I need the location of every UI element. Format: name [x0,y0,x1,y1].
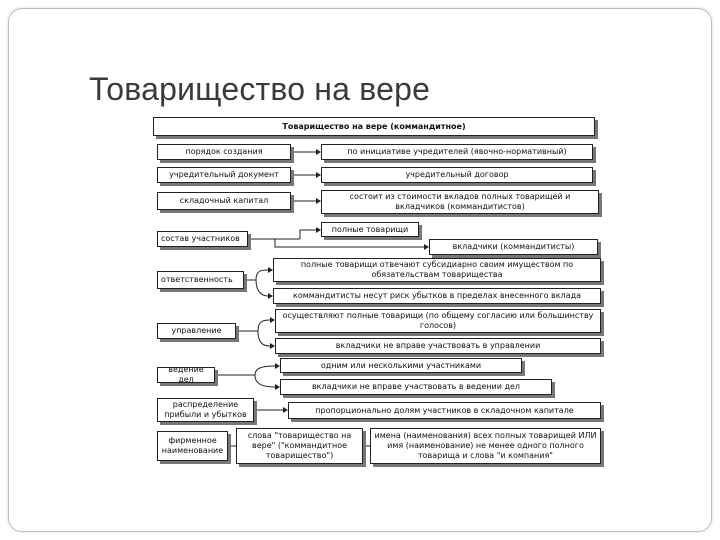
row-label-conduct: ведение дел [157,365,215,384]
row-value-firm-name-words: слова "товарищество на вере" ("коммандит… [236,428,363,464]
row-value-founding-document: учредительный договор [321,167,593,183]
diagram-header: Товарищество на вере (коммандитное) [153,117,595,136]
row-label-creation: порядок создания [157,144,291,160]
row-label-firm-name: фирменное наименование [157,431,228,461]
row-value-liability-full: полные товарищи отвечают субсидиарно сво… [273,258,601,282]
row-value-firm-name-partners: имена (наименования) всех полных товарищ… [370,428,601,464]
slide-title: Товарищество на вере [89,71,431,107]
row-label-participants: состав участников [157,231,248,247]
row-value-management-full: осуществляют полные товарищи (по общему … [275,309,601,333]
row-value-limited-partners: вкладчики (коммандитисты) [429,239,598,255]
row-label-management: управление [157,323,236,339]
row-value-full-partners: полные товарищи [321,222,419,237]
row-value-liability-limited: коммандитисты несут риск убытков в преде… [273,288,601,304]
row-value-conduct-full: одним или несколькими участниками [280,358,522,373]
row-value-creation: по инициативе учредителей (явочно-нормат… [321,144,593,160]
row-value-management-limited: вкладчики не вправе участвовать в управл… [275,338,601,354]
row-label-liability: ответственность [157,271,244,289]
row-label-profit: распределение прибыли и убытков [157,398,254,422]
row-label-capital: складочный капитал [157,192,291,210]
row-label-founding-document: учредительный документ [157,167,291,183]
row-value-capital: состоит из стоимости вкладов полных това… [321,190,599,214]
row-value-profit: пропорционально долям участников в склад… [288,402,601,419]
row-value-conduct-limited: вкладчики не вправе участвовать в ведени… [280,379,552,395]
